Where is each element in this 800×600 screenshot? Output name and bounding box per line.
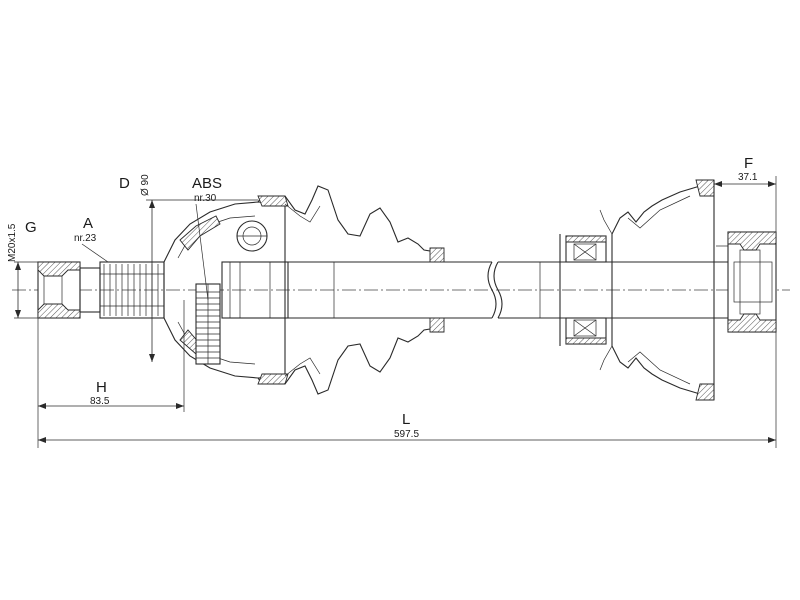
inner-joint	[713, 180, 777, 400]
outer-boot	[257, 185, 445, 395]
shaft-left	[288, 261, 497, 319]
label-abs: ABS	[192, 175, 222, 192]
dimension-g	[14, 261, 38, 319]
outer-cv-joint	[163, 201, 289, 379]
label-f: F	[744, 155, 753, 172]
shaft-right	[493, 261, 728, 319]
label-l: L	[402, 411, 410, 428]
dimension-l	[38, 332, 777, 448]
dimension-h	[37, 300, 185, 448]
label-a: A	[83, 215, 93, 232]
inner-boot	[599, 179, 715, 401]
label-a-nr: nr.23	[74, 233, 97, 244]
dimension-f	[714, 176, 777, 232]
label-h: H	[96, 379, 107, 396]
label-h-value: 83.5	[90, 396, 110, 407]
label-l-value: 597.5	[394, 429, 419, 440]
abs-ring	[195, 283, 221, 365]
label-g: G	[25, 219, 37, 236]
dimension-d	[146, 199, 258, 362]
label-f-value: 37.1	[738, 172, 758, 183]
intermediate-bearing	[559, 234, 613, 346]
label-diameter: Ø 90	[140, 174, 151, 196]
label-thread: M20x1.5	[7, 223, 18, 262]
label-abs-nr: nr.30	[194, 193, 217, 204]
label-d: D	[119, 175, 130, 192]
abs-leader	[195, 203, 209, 301]
a-leader	[81, 243, 109, 263]
